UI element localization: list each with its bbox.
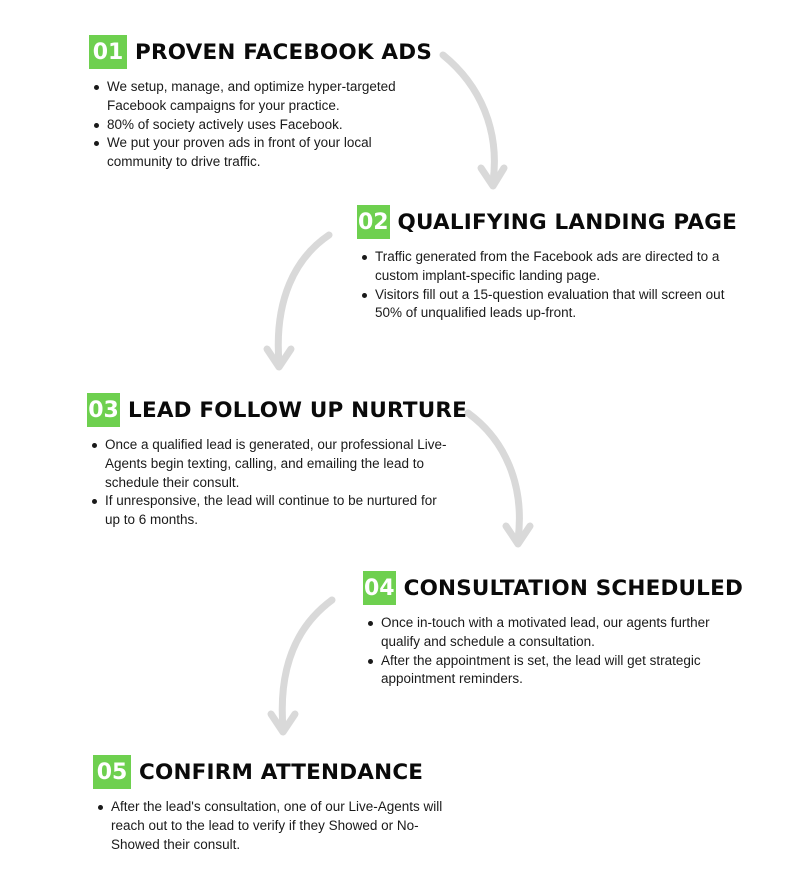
step-header: 03 LEAD FOLLOW UP NURTURE	[87, 393, 467, 427]
bullet-item: 80% of society actively uses Facebook.	[94, 116, 427, 135]
step-number-badge: 05	[93, 755, 131, 789]
step-2: 02 QUALIFYING LANDING PAGE Traffic gener…	[357, 205, 737, 323]
step-4: 04 CONSULTATION SCHEDULED Once in-touch …	[363, 571, 743, 689]
step-number-badge: 03	[87, 393, 121, 427]
step-header: 04 CONSULTATION SCHEDULED	[363, 571, 743, 605]
step-5: 05 CONFIRM ATTENDANCE After the lead's c…	[93, 755, 453, 854]
step-title: CONSULTATION SCHEDULED	[403, 575, 743, 601]
step-header: 01 PROVEN FACEBOOK ADS	[89, 35, 449, 69]
step-bullets: Once a qualified lead is generated, our …	[87, 436, 450, 530]
step-bullets: After the lead's consultation, one of ou…	[93, 798, 446, 854]
step-title: QUALIFYING LANDING PAGE	[397, 209, 737, 235]
step-bullets: We setup, manage, and optimize hyper-tar…	[89, 78, 427, 172]
step-title: PROVEN FACEBOOK ADS	[135, 39, 432, 65]
bullet-item: We put your proven ads in front of your …	[94, 134, 427, 172]
curved-arrow-icon	[263, 231, 333, 371]
step-3: 03 LEAD FOLLOW UP NURTURE Once a qualifi…	[87, 393, 467, 530]
step-1: 01 PROVEN FACEBOOK ADS We setup, manage,…	[89, 35, 449, 172]
step-number-badge: 01	[89, 35, 127, 69]
curved-arrow-icon	[439, 51, 508, 190]
step-title: CONFIRM ATTENDANCE	[139, 759, 424, 785]
bullet-item: We setup, manage, and optimize hyper-tar…	[94, 78, 427, 116]
step-bullets: Once in-touch with a motivated lead, our…	[363, 614, 741, 689]
bullet-item: If unresponsive, the lead will continue …	[92, 492, 450, 530]
step-title: LEAD FOLLOW UP NURTURE	[128, 397, 467, 423]
bullet-item: Visitors fill out a 15-question evaluati…	[362, 286, 737, 324]
step-header: 02 QUALIFYING LANDING PAGE	[357, 205, 737, 239]
step-number-badge: 04	[363, 571, 396, 605]
curved-arrow-icon	[267, 596, 336, 736]
bullet-item: Once a qualified lead is generated, our …	[92, 436, 450, 492]
bullet-item: Traffic generated from the Facebook ads …	[362, 248, 737, 286]
step-header: 05 CONFIRM ATTENDANCE	[93, 755, 453, 789]
step-number-badge: 02	[357, 205, 390, 239]
bullet-item: After the appointment is set, the lead w…	[368, 652, 741, 690]
curved-arrow-icon	[464, 409, 534, 548]
step-bullets: Traffic generated from the Facebook ads …	[357, 248, 737, 323]
bullet-item: After the lead's consultation, one of ou…	[98, 798, 446, 854]
bullet-item: Once in-touch with a motivated lead, our…	[368, 614, 741, 652]
